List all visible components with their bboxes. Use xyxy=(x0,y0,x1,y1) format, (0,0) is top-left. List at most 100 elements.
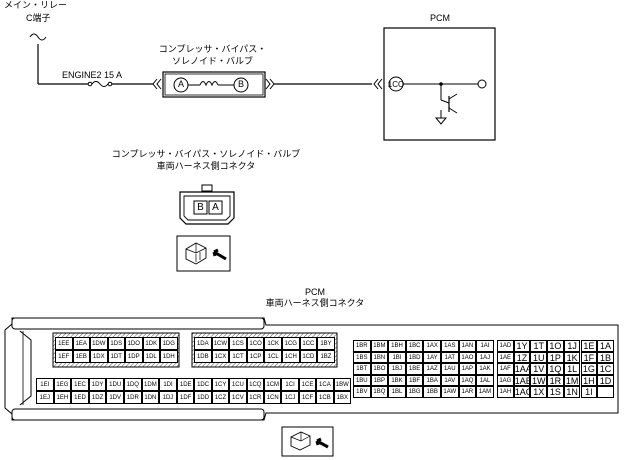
main-relay-label: メイン・リレー xyxy=(4,0,68,10)
pcm-pin: 1AN xyxy=(458,340,477,352)
pcm-pin: 1W xyxy=(530,374,548,387)
valve-terminal-b-label: B xyxy=(237,79,244,89)
pcm-pin: 1BD xyxy=(405,351,424,364)
pcm-pin: 1EB xyxy=(72,350,90,363)
pcm-connector-title-line1: PCM xyxy=(305,287,325,297)
pcm-pin: 1DI xyxy=(159,378,177,391)
pcm-terminal-label: 1CO xyxy=(387,80,405,89)
pcm-pin: 1P xyxy=(547,351,564,364)
pcm-pin: 1K xyxy=(563,351,581,364)
fuse-label: ENGINE2 15 A xyxy=(62,70,123,80)
pcm-pin: 1G xyxy=(580,363,598,375)
pcm-pin: 1DK xyxy=(142,337,160,350)
pcm-pin: 1CU xyxy=(229,378,247,391)
pcm-pin: 1H xyxy=(580,374,598,387)
pcm-pin: 1I xyxy=(580,386,598,398)
pcm-pin: 1DT xyxy=(107,350,125,363)
pcm-pin: 1BC xyxy=(405,340,424,352)
pcm-label: PCM xyxy=(430,13,450,23)
pcm-pin: 1U xyxy=(530,351,548,364)
pcm-pin: 1CQ xyxy=(246,378,264,391)
valve-terminal-a-label: A xyxy=(177,79,184,89)
pcm-pin: 1CM xyxy=(264,378,282,391)
pcm-pin: 1BV xyxy=(353,386,371,398)
pcm-pin: 1CC xyxy=(299,337,318,350)
pcm-pin: 1Z xyxy=(513,351,531,364)
pcm-pin: 1DJ xyxy=(159,391,177,404)
pcm-pin: 1BO xyxy=(370,363,389,375)
pcm-pin: 1BL xyxy=(388,386,406,398)
pcm-pin: 1AW xyxy=(441,386,459,398)
pcm-pin: 1CL xyxy=(264,350,282,363)
valve-label-line1: コンプレッサ・バイパス・ xyxy=(158,44,267,54)
pcm-pin: 1CA xyxy=(316,378,334,391)
pcm-pin: 1CR xyxy=(246,391,264,404)
pcm-pin: 1DR xyxy=(124,391,142,404)
pcm-pin: 1Q xyxy=(547,363,564,375)
pcm-pin: 1AJ xyxy=(476,351,494,364)
pcm-pin: 1CT xyxy=(229,350,247,363)
pcm-pin: 1EH xyxy=(53,391,72,404)
pcm-pin: 1DX xyxy=(90,350,108,363)
pcm-pin: 1EJ xyxy=(36,391,54,404)
pcm-pin: 1DC xyxy=(194,378,212,391)
main-relay-terminal: C端子 xyxy=(26,13,51,23)
valve-connector-title-line1: コンプレッサ・バイパス・ソレノイド・バルブ xyxy=(111,149,301,159)
pcm-pin: 1BR xyxy=(353,340,371,352)
view-direction-icon-pcm xyxy=(281,426,334,457)
pcm-pin: 1L xyxy=(563,363,581,375)
pcm-pin: 1AC xyxy=(513,386,531,398)
pcm-pin: 1EF xyxy=(55,350,73,363)
pcm-pin: 1DH xyxy=(160,350,178,363)
transistor-symbol xyxy=(434,93,458,125)
connector-chevrons-right xyxy=(265,78,275,90)
pcm-pin: 1DA xyxy=(194,337,212,350)
pcm-pin: 1AU xyxy=(441,363,459,375)
pcm-pin: 1X xyxy=(530,386,548,398)
pcm-pin: 1BT xyxy=(353,363,371,375)
pcm-pin: 1DQ xyxy=(124,378,142,391)
pcm-pin: 1BB xyxy=(423,386,441,398)
pcm-pin: 1CE xyxy=(298,378,317,391)
pcm-pin: 1CD xyxy=(299,350,318,363)
pcm-pin: 1BF xyxy=(405,374,424,387)
pcm-pin: 1DD xyxy=(194,391,212,404)
pcm-pin: 1AP xyxy=(458,363,477,375)
pcm-pin: 1V xyxy=(530,363,548,375)
pcm-pin: 1F xyxy=(580,351,598,364)
pcm-pin: 1CP xyxy=(246,350,265,363)
pcm-pin: 1B xyxy=(597,351,614,364)
pcm-pin: 1BE xyxy=(405,363,424,375)
pcm-pin: 1EG xyxy=(53,378,72,391)
pcm-pin: 1AO xyxy=(458,351,477,364)
coil-symbol xyxy=(199,81,219,87)
pcm-pin: 1BP xyxy=(370,374,389,387)
pcm-pin: 1AV xyxy=(441,374,459,387)
pcm-pin: 1DS xyxy=(107,337,125,350)
pcm-pin: 1DP xyxy=(125,350,143,363)
pcm-pin: 1BN xyxy=(370,351,389,364)
pcm-pin: 1CX xyxy=(211,350,230,363)
valve-connector-drawing xyxy=(179,184,235,225)
pcm-pin: 1ED xyxy=(71,391,89,404)
pcm-pin: 1BY xyxy=(317,337,335,350)
pcm-pin: 1Y xyxy=(513,340,531,352)
pcm-pin: 1CZ xyxy=(211,391,230,404)
pcm-pin: 1DG xyxy=(160,337,178,350)
supply-wave-symbol xyxy=(29,33,47,41)
pcm-pin: 1AZ xyxy=(423,363,441,375)
connector-chevrons-left xyxy=(152,78,162,90)
valve-pin-a: A xyxy=(212,202,219,213)
pcm-pin: 1AR xyxy=(458,386,477,398)
pcm-pin: 1BU xyxy=(353,374,371,387)
valve-label-line2: ソレノイド・バルブ xyxy=(171,56,253,66)
pcm-pin: 1AK xyxy=(476,363,494,375)
pcm-pin: 1DM xyxy=(141,378,160,391)
pcm-pin: 1DO xyxy=(125,337,143,350)
pcm-pin: 1BS xyxy=(353,351,371,364)
pcm-pin: 1S xyxy=(547,386,564,398)
pcm-pin: 1AM xyxy=(476,386,494,398)
pcm-pin: 1BG xyxy=(405,386,424,398)
pcm-pin: 1BX xyxy=(333,391,351,404)
pcm-pin: 1CH xyxy=(282,350,300,363)
